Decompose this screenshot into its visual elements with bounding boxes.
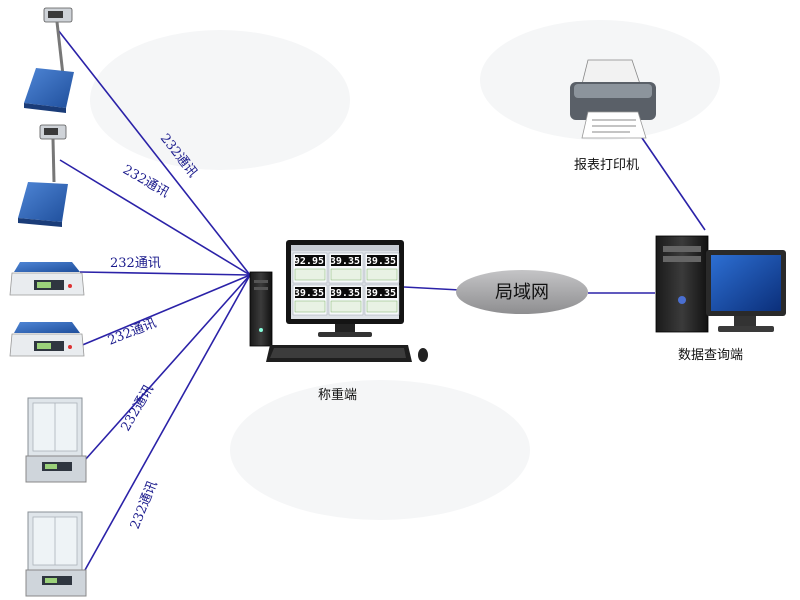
platform-scale-2-icon — [18, 124, 68, 227]
link-printer-query — [639, 134, 706, 231]
lan-label: 局域网 — [495, 282, 549, 303]
link-line-1 — [57, 29, 251, 276]
monitor-display — [331, 255, 361, 266]
link-label-5: 232通讯 — [118, 382, 156, 434]
printer-icon — [570, 59, 656, 139]
monitor-trend-panel — [294, 300, 326, 313]
link-label-6: 232通讯 — [128, 479, 161, 532]
monitor-trend-panel — [366, 300, 398, 313]
link-label-1: 232通讯 — [157, 131, 200, 180]
monitor-readings: 92.95 39.35 39.35 39.35 39.35 39.35 — [292, 252, 400, 316]
monitor-display — [367, 287, 397, 298]
lan-cloud: 局域网 — [456, 270, 588, 314]
monitor-reading: 39.35 — [330, 256, 360, 267]
weighing-pc-base-icon — [266, 324, 428, 362]
monitor-trend-panel — [330, 300, 362, 313]
platform-scale-1-icon — [24, 7, 74, 113]
monitor-reading: 39.35 — [294, 288, 324, 299]
link-line-4 — [79, 274, 251, 347]
monitor-display — [367, 255, 397, 266]
monitor-reading: 39.35 — [366, 256, 396, 267]
analytical-balance-5-icon — [25, 397, 87, 483]
analytical-balance-6-icon — [25, 511, 87, 597]
link-line-6 — [84, 274, 251, 571]
serial-links — [57, 29, 251, 571]
monitor-reading: 92.95 — [294, 256, 324, 267]
background-blob — [230, 380, 530, 520]
background-blob — [90, 30, 350, 170]
link-line-3 — [79, 271, 251, 276]
monitor-trend-panel — [294, 268, 326, 281]
monitor-trend-panel — [366, 268, 398, 281]
link-label-4: 232通讯 — [106, 316, 159, 349]
monitor-reading: 39.35 — [366, 288, 396, 299]
network-links — [403, 134, 706, 294]
link-label-2: 232通讯 — [120, 162, 172, 200]
link-pc-lan — [403, 286, 461, 291]
query-pc-icon — [655, 235, 786, 333]
weighing-station-label: 称重端 — [318, 388, 358, 403]
link-label-3: 232通讯 — [110, 256, 161, 271]
link-line-2 — [59, 159, 251, 276]
bench-scale-4-icon — [9, 322, 85, 357]
printer-label: 报表打印机 — [574, 158, 640, 173]
monitor-display — [331, 287, 361, 298]
bench-scale-3-icon — [9, 262, 85, 296]
link-line-5 — [84, 274, 251, 461]
monitor-reading: 39.35 — [330, 288, 360, 299]
monitor-trend-panel — [330, 268, 362, 281]
monitor-display — [295, 255, 325, 266]
query-station-label: 数据查询端 — [678, 348, 744, 363]
monitor-display — [295, 287, 325, 298]
